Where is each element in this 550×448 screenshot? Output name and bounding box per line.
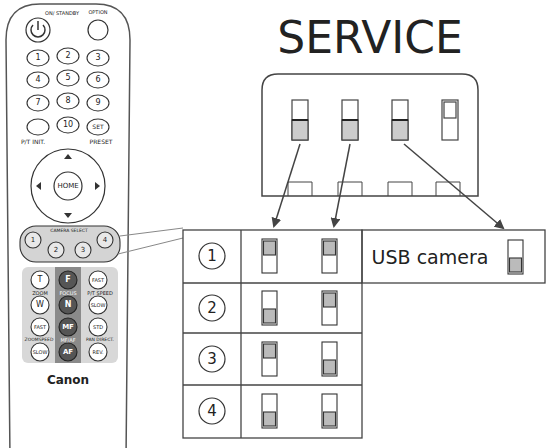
button-label: N xyxy=(65,301,72,309)
button-label: MF xyxy=(62,324,74,331)
button-label: SLOW xyxy=(33,350,48,355)
button-number: 10 xyxy=(63,121,73,129)
switch-icon xyxy=(262,342,277,376)
button-label: OPTION xyxy=(88,10,107,15)
button-label: P/T SPEED xyxy=(87,291,113,296)
button-number: 1 xyxy=(31,237,35,244)
button-label: F xyxy=(65,276,70,284)
button-label: P/T INIT. xyxy=(21,139,45,145)
switch-icon xyxy=(322,394,337,428)
button-number: 2 xyxy=(65,52,70,60)
row-number: 4 xyxy=(207,404,217,419)
button-number: 2 xyxy=(54,247,58,254)
button-label: FAST xyxy=(92,278,104,283)
button-number: 9 xyxy=(95,99,100,107)
button-label: AF xyxy=(63,349,73,356)
button-label: ZOOMSPEED xyxy=(25,338,54,343)
button-label: STD xyxy=(93,325,103,330)
button-number: 1 xyxy=(35,54,40,62)
switch-icon xyxy=(262,291,277,325)
button-label: W xyxy=(36,301,44,309)
button-label: ZOOM xyxy=(32,291,48,296)
button-number: 4 xyxy=(103,237,107,244)
button-number: 4 xyxy=(35,76,40,84)
row-number: 2 xyxy=(207,301,217,316)
switch-knob xyxy=(324,360,336,374)
switch-knob xyxy=(264,344,276,358)
button-number: 5 xyxy=(65,74,70,82)
group-label: CAMERA SELECT xyxy=(50,229,87,234)
button-label: HOME xyxy=(57,183,78,190)
button-label: FOCUS xyxy=(59,291,76,296)
row-number: 3 xyxy=(207,352,217,367)
switch-icon xyxy=(262,239,277,273)
button-label: REV. xyxy=(93,350,104,355)
switch-icon xyxy=(262,394,277,428)
switch-icon xyxy=(508,240,523,274)
switch-icon xyxy=(322,239,337,273)
switch-knob xyxy=(324,293,336,307)
switch-icon xyxy=(322,291,337,325)
button-label: FAST xyxy=(34,325,46,330)
button-label: PRESET xyxy=(90,139,113,145)
button-label: SET xyxy=(92,124,103,130)
mode-label: USB camera xyxy=(372,248,489,267)
switch-knob xyxy=(324,241,336,255)
switch-knob xyxy=(510,258,522,272)
title: SERVICE xyxy=(277,16,463,60)
button-label: ON/ STANDBY xyxy=(45,11,79,16)
brand-logo: Canon xyxy=(47,374,89,386)
button-label: PAN DIRECT. xyxy=(86,338,114,343)
switch-knob xyxy=(264,309,276,323)
button-number: 8 xyxy=(65,97,70,105)
switch-knob xyxy=(324,412,336,426)
button-number: 6 xyxy=(95,76,100,84)
button-number: 7 xyxy=(35,99,40,107)
button-label: T xyxy=(38,276,43,284)
switch-icon xyxy=(322,342,337,376)
button-label: MF/AF xyxy=(60,338,75,343)
row-number: 1 xyxy=(207,249,217,264)
button-number: 3 xyxy=(95,54,100,62)
switch-knob xyxy=(264,241,276,255)
button-label: SLOW xyxy=(91,303,106,308)
button-number: 3 xyxy=(81,247,85,254)
switch-knob xyxy=(264,412,276,426)
